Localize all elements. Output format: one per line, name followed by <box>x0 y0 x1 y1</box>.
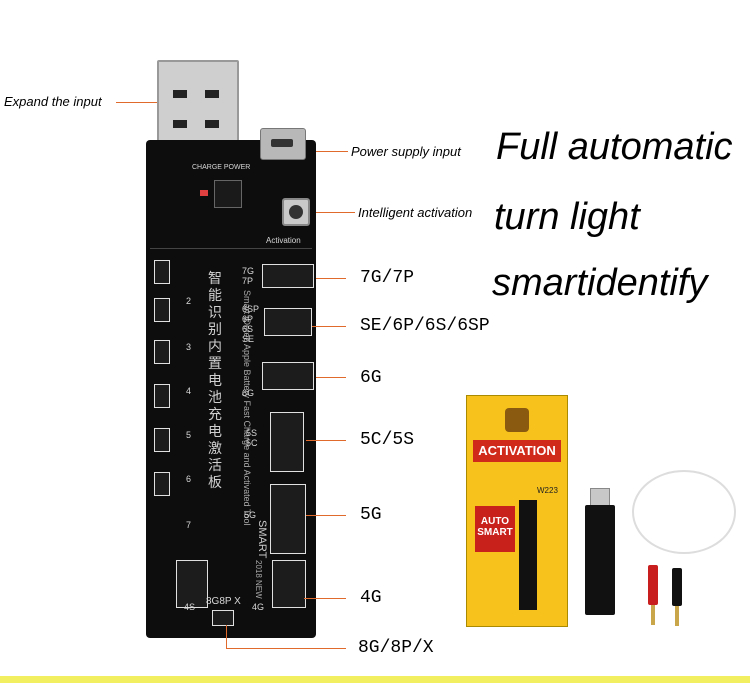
connector-6g <box>262 362 314 390</box>
model-7g-7p: 7G/7P <box>360 268 415 288</box>
probe-tip <box>675 606 679 626</box>
pcb-top-label: CHARGE POWER <box>192 164 251 171</box>
headline-full-automatic: Full automatic <box>496 126 733 168</box>
leader-8g-horizontal <box>226 648 346 649</box>
pcb-6sp-label: 6SP <box>242 304 260 314</box>
leader-7g <box>316 278 346 279</box>
pcb-6p-label: 6P <box>242 314 254 324</box>
box-logo <box>505 408 529 432</box>
connector-4s <box>176 560 208 608</box>
chip <box>214 180 242 208</box>
expand-input-label: Expand the input <box>4 94 102 109</box>
pad-block <box>154 298 170 322</box>
intelligent-activation-label: Intelligent activation <box>358 205 473 220</box>
charging-board: CHARGE POWER Activation 2 3 4 5 6 7 智能识别… <box>146 140 316 638</box>
connector-5g <box>270 484 306 554</box>
leader-4g <box>304 598 346 599</box>
usb-hole <box>205 120 219 128</box>
pad-block <box>154 428 170 452</box>
box-auto-text: AUTO <box>480 516 510 527</box>
red-probe <box>648 565 658 625</box>
connector-8g <box>212 610 234 626</box>
model-5g: 5G <box>360 505 382 525</box>
usb-hole <box>173 90 187 98</box>
box-model-code: W223 <box>537 486 558 495</box>
usb-hole <box>173 120 187 128</box>
pad-block <box>154 472 170 496</box>
micro-usb-slot <box>271 139 293 147</box>
product-box: ACTIVATION W223 AUTO SMART <box>466 395 568 627</box>
pcb-7p-label: 7P <box>242 276 254 286</box>
black-probe <box>672 568 682 626</box>
pcb-num: 4 <box>186 386 192 396</box>
activation-button[interactable] <box>282 198 310 226</box>
pcb-year-text: 2018 NEW <box>254 560 263 599</box>
bottom-strip <box>0 676 750 683</box>
leader-6g <box>316 377 346 378</box>
pcb-6s-label: 6S <box>242 324 254 334</box>
usb-plug <box>157 60 239 149</box>
pcb-num: 5 <box>186 430 192 440</box>
headline-turn-light: turn light <box>494 196 640 238</box>
connector-7g <box>262 264 314 288</box>
cable <box>632 470 736 554</box>
pcb-num: 6 <box>186 474 192 484</box>
pcb-num: 2 <box>186 296 192 306</box>
pcb-divider <box>150 248 312 249</box>
pcb-num: 7 <box>186 520 192 530</box>
pcb-activation-label: Activation <box>266 236 301 245</box>
connector-5c <box>270 412 304 472</box>
connector-6s <box>264 308 312 336</box>
connector-4g <box>272 560 306 608</box>
headline-smart-identify: smartidentify <box>492 262 708 304</box>
power-supply-input-label: Power supply input <box>351 144 461 159</box>
micro-usb-port <box>260 128 306 160</box>
power-supply-leader <box>306 151 348 152</box>
leader-5g <box>306 515 346 516</box>
pcb-5g-label: 5G <box>244 510 257 520</box>
box-smart-text: SMART <box>477 527 513 538</box>
pcb-6g-label: 6G <box>242 388 255 398</box>
model-4g: 4G <box>360 588 382 608</box>
box-board-image <box>519 500 537 610</box>
model-5c-5s: 5C/5S <box>360 430 415 450</box>
model-8g-8p-x: 8G/8P/X <box>358 638 434 658</box>
pad-block <box>154 384 170 408</box>
pcb-se-label: SE <box>242 334 255 344</box>
pcb-num: 3 <box>186 342 192 352</box>
pcb-4g-label: 4G <box>252 602 265 612</box>
pcb-5c-label: 5C <box>246 438 258 448</box>
model-6g: 6G <box>360 368 382 388</box>
pcb-english-text: Smart iDetec Apple Battery Fast Charge a… <box>242 290 252 526</box>
pcb-7g-label: 7G <box>242 266 255 276</box>
pcb-8g-label: 8G8P X <box>206 596 241 607</box>
expand-input-leader <box>116 102 166 103</box>
pad-block <box>154 340 170 364</box>
usb-hole <box>205 90 219 98</box>
box-title: ACTIVATION <box>473 440 561 462</box>
pcb-5s-label: 5S <box>246 428 258 438</box>
led-red <box>200 190 208 196</box>
leader-8g-vertical <box>226 625 227 649</box>
model-se-6p-6s-6sp: SE/6P/6S/6SP <box>360 316 490 336</box>
pcb-smart-text: SMART <box>256 520 268 559</box>
leader-5c <box>306 440 346 441</box>
box-auto-panel: AUTO SMART <box>475 506 515 552</box>
pad-block <box>154 260 170 284</box>
intelligent-activation-leader <box>312 212 355 213</box>
pcb-4s-label: 4S <box>184 602 196 612</box>
leader-6s <box>312 326 346 327</box>
mini-board <box>585 505 615 615</box>
probe-tip <box>651 605 655 625</box>
pcb-chinese-text: 智能识别内置电池充电激活板 <box>208 270 222 490</box>
